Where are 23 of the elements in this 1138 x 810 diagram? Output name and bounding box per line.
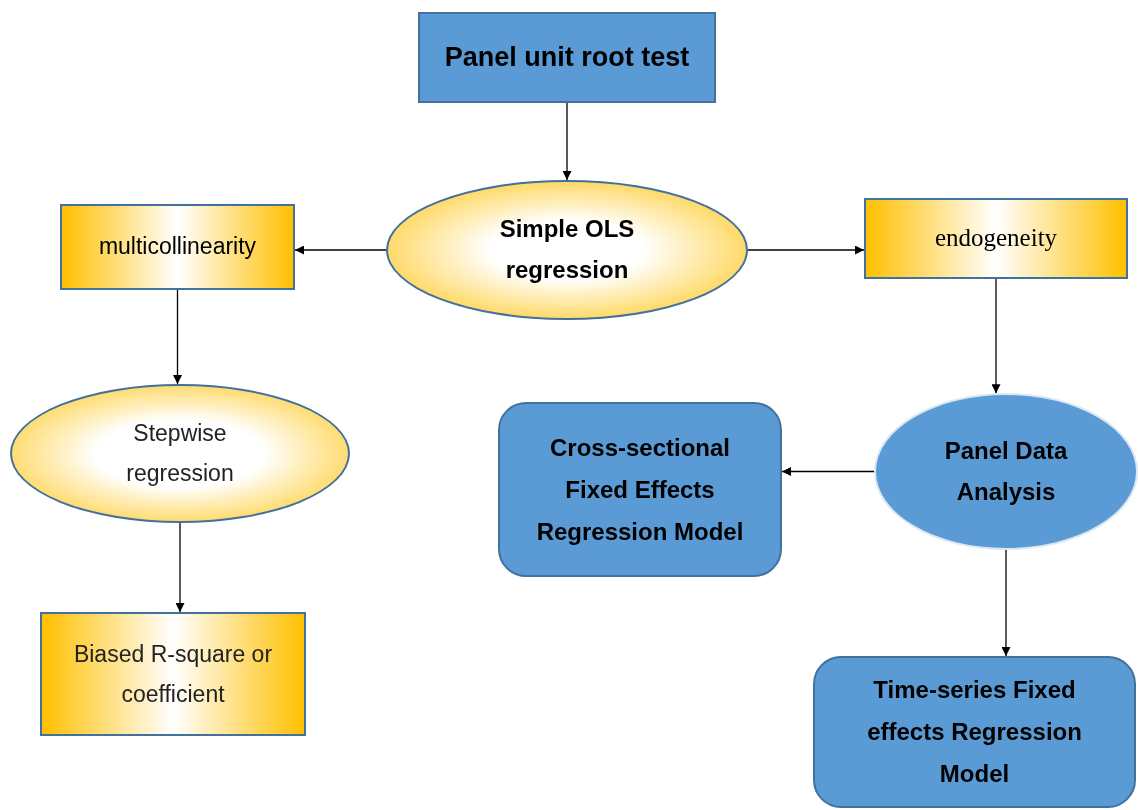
node-text: Panel Data Analysis — [943, 435, 1069, 507]
node-text: Stepwise regression — [125, 419, 235, 488]
node-text: endogeneity — [934, 223, 1058, 254]
arrow — [562, 102, 572, 181]
node-text: multicollinearity — [98, 232, 257, 262]
arrow — [173, 289, 182, 385]
arrow — [1001, 549, 1011, 657]
node-text: Simple OLS regression — [498, 214, 636, 285]
arrow — [991, 278, 1001, 394]
node-text: Panel unit root test — [444, 40, 690, 74]
process-box — [418, 12, 716, 103]
arrow — [175, 522, 185, 613]
process-box — [40, 612, 306, 736]
arrow — [781, 467, 875, 476]
arrow — [294, 245, 387, 255]
arrow — [747, 245, 865, 255]
process-box — [864, 198, 1128, 279]
process-box — [60, 204, 295, 290]
node-text: Biased R-square or coefficient — [72, 639, 274, 709]
process-box — [498, 402, 782, 577]
process-box — [813, 656, 1136, 808]
node-text: Cross-sectional Fixed Effects Regression Model — [535, 432, 745, 547]
node-text: Time-series Fixed effects Regression Model — [866, 675, 1083, 789]
